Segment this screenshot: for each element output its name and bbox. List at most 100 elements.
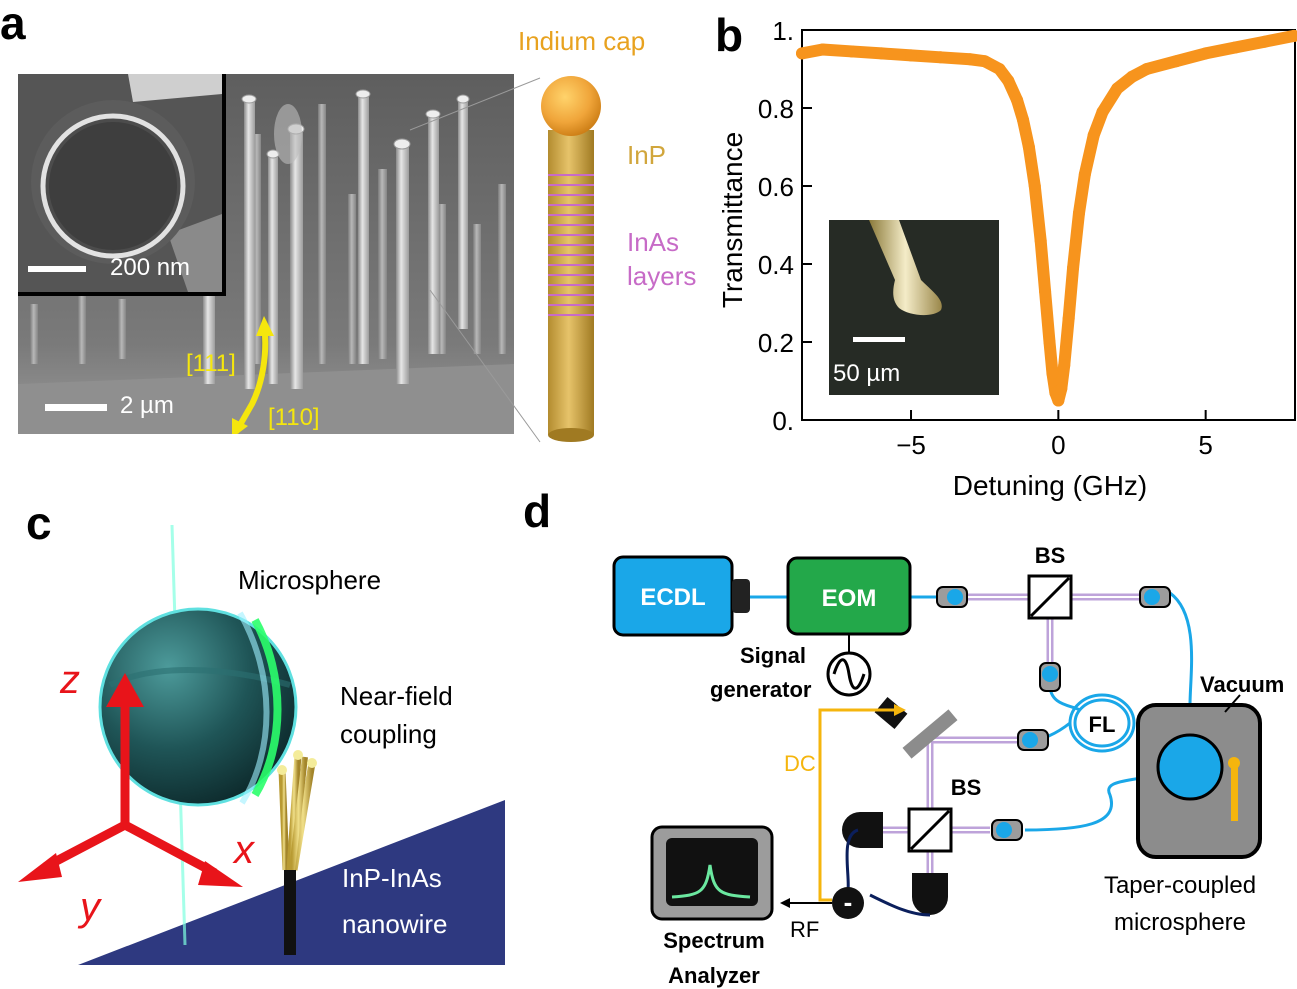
subtractor-label: - [844,887,853,917]
taper-label-line2: microsphere [1114,909,1246,936]
data-point [1043,336,1056,348]
chamber-nanowire [1231,761,1238,821]
eom-label: EOM [822,585,877,612]
fiber-scale-label: 50 µm [833,360,901,387]
direction-111-label: [111] [186,350,236,377]
collimators [936,586,1171,841]
bs-top-label: BS [1035,543,1066,568]
y-tick-label: 1. [772,16,794,46]
data-point [1052,394,1065,407]
data-point [846,45,859,58]
chart-xlabel: Detuning (GHz) [953,470,1148,501]
y-tick-label: 0.4 [758,250,794,280]
panel-label-b: b [715,9,744,61]
indium-cap-label: Indium cap [518,26,646,56]
data-point [1034,234,1047,247]
data-point [1140,63,1153,75]
data-point [1062,312,1075,325]
axis-x-label: x [232,828,256,872]
data-point [1258,35,1271,48]
data-point [1126,70,1138,83]
inas-label-line1: InAs [627,227,680,257]
data-point [1087,129,1100,142]
nanowire-label-line2: nanowire [342,909,448,939]
data-point [816,43,829,56]
data-point [963,53,976,66]
nearfield-label-line2: coupling [340,719,437,749]
data-point [1229,41,1242,54]
vacuum-label: Vacuum [1200,672,1284,697]
sem-inset-graphic [18,74,222,292]
signal-generator-label-line2: generator [710,677,812,702]
data-point [1111,82,1124,95]
data-point [1055,382,1068,395]
sem-scale-bar [45,404,107,411]
data-point [1016,113,1029,126]
sem-scale-label: 2 µm [120,392,174,419]
panel-label-c: c [26,497,52,549]
dc-feedback-wire [818,708,900,902]
signal-generator-label-line1: Signal [740,643,806,668]
panel-label-a: a [0,0,26,49]
nanowire-label-line1: InP-InAs [342,863,442,893]
sem-inset-scale-bar [28,266,86,272]
steering-mount [874,696,908,730]
inas-layers-label: InAs layers [627,225,696,293]
data-point [978,55,991,68]
optical-setup: ECDL EOM Signal generator BS FL BS - DC … [612,543,1284,988]
x-tick-label: 0 [1051,430,1065,460]
fiber-loop-label: FL [1089,712,1116,737]
chamber-microsphere [1156,733,1224,801]
data-point [1002,74,1015,87]
y-tick-label: 0.2 [758,328,794,358]
y-tick-label: 0.6 [758,172,794,202]
sem-image: 200 nm 2 µm [111] [110] [18,74,514,434]
data-point [1072,207,1085,220]
data-point [1078,168,1091,181]
data-point [1288,29,1297,42]
chart-ylabel: Transmittance [717,132,748,308]
axis-y-label: y [77,885,103,929]
data-point [1058,359,1071,372]
dc-label: DC [784,751,816,776]
spectrum-analyzer-label-line1: Spectrum [663,928,764,953]
spectrum-peak-trace [671,864,751,899]
axis-z-label: z [59,658,80,702]
ecdl-output-port [732,579,750,613]
y-tick-label: 0.8 [758,94,794,124]
nearfield-label-line1: Near-field [340,681,453,711]
photodetector-left [842,812,883,848]
panel-label-d: d [523,485,552,537]
data-point [796,47,808,60]
data-point [1170,55,1183,68]
data-point [1199,47,1212,60]
transmittance-chart: −5 0 5 0. 0.2 0.4 0.6 0.8 1. Detuning (GHz) Tran… [717,16,1297,501]
rf-label: RF [790,917,819,942]
sem-inset: 200 nm [18,74,226,296]
direction-110-label: [110] [268,404,320,431]
whispering-gallery-mode [251,618,282,798]
subtractor [832,887,864,919]
x-tick-label: 5 [1198,430,1212,460]
mirror [902,709,958,759]
inp-label: InP [627,140,667,170]
nanowire-schematic [409,76,601,443]
data-point [1039,285,1052,298]
bs-bottom-label: BS [951,775,982,800]
photodetector-bottom [912,873,948,915]
chart-axes: −5 0 5 0. 0.2 0.4 0.6 0.8 1. [758,16,1296,460]
crystal-direction-arrows [232,316,274,434]
coordinate-axes [18,673,243,887]
nanowire-bundle [277,750,317,955]
fiber-tip-photo: 50 µm [829,220,999,395]
plot-frame [801,29,1296,421]
spectrum-analyzer-label-line2: Analyzer [668,963,760,988]
y-tick-label: 0. [772,406,794,436]
sem-inset-scale-label: 200 nm [110,254,191,281]
data-point [875,47,888,60]
fiber-scale-bar [853,337,905,342]
x-tick-label: −5 [896,430,926,460]
fiber-tip-graphic [869,220,942,316]
data-point [1022,141,1035,153]
microsphere [98,607,298,807]
